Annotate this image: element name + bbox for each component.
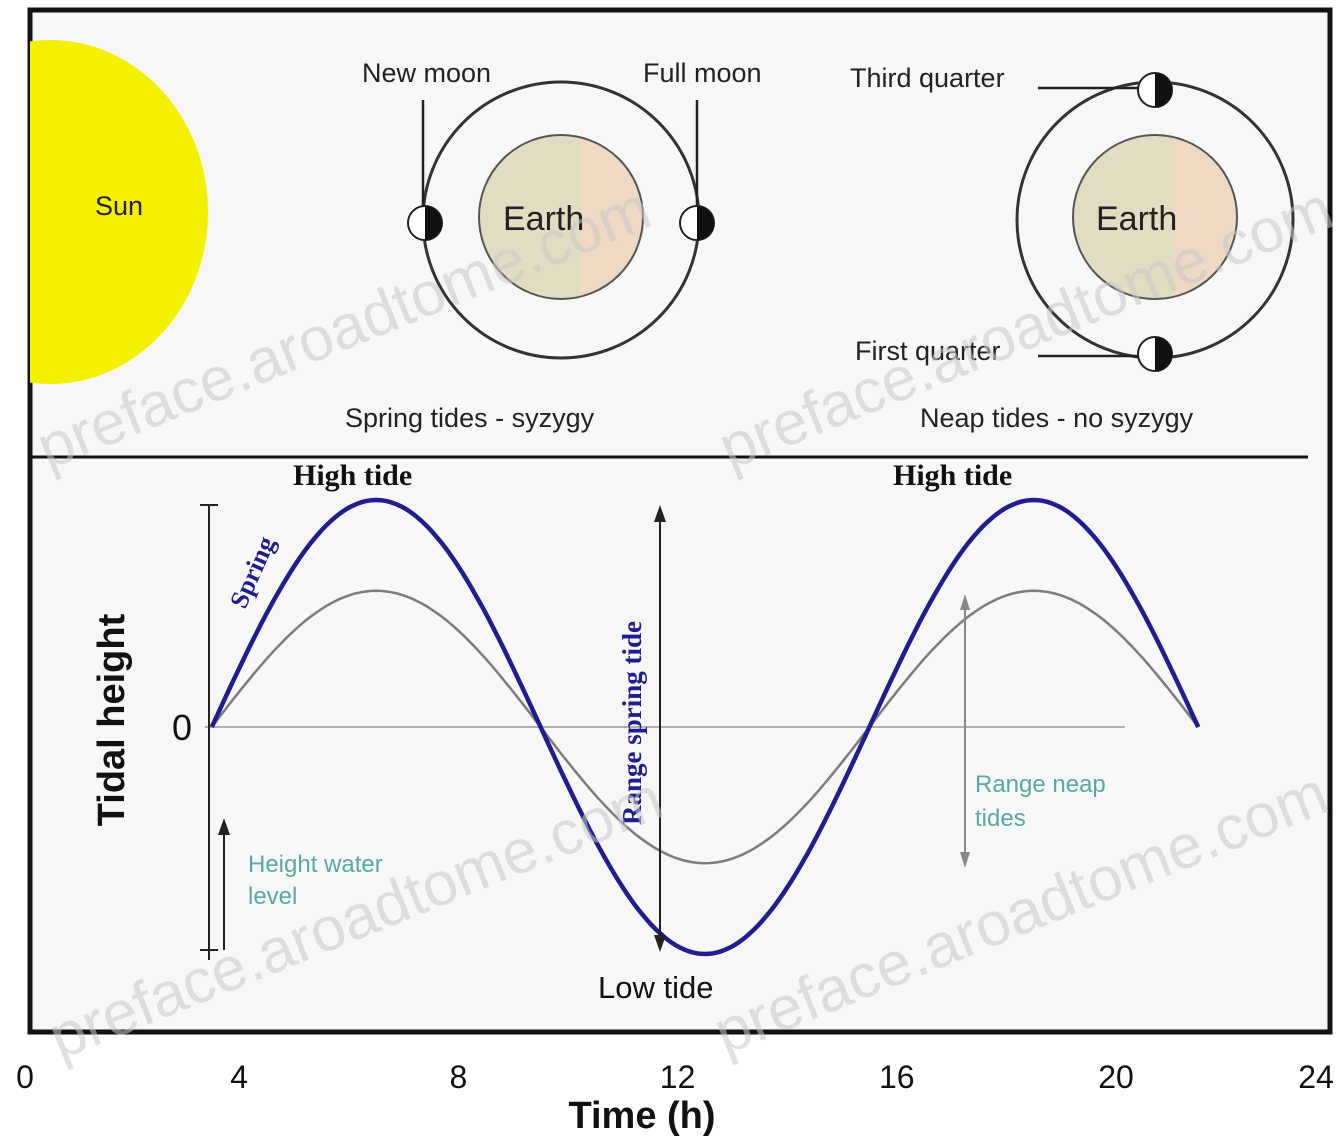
low-tide-label: Low tide — [598, 970, 713, 1005]
high-tide-label-2: High tide — [893, 459, 1012, 492]
third-quarter-moon-icon — [1137, 72, 1173, 108]
earth-outline-spring — [478, 134, 644, 300]
x-tick-label: 20 — [1098, 1059, 1134, 1095]
x-tick-label: 0 — [16, 1059, 34, 1095]
x-tick-label: 12 — [660, 1059, 696, 1095]
x-tick-label: 24 — [1298, 1059, 1334, 1095]
neap-caption: Neap tides - no syzygy — [920, 403, 1194, 433]
x-axis-label: Time (h) — [568, 1095, 715, 1137]
range-neap-label-line1: Range neap — [975, 771, 1106, 798]
y-axis-label: Tidal height — [91, 613, 133, 826]
spring-tide-curve — [209, 497, 1201, 957]
range-spring-arrowhead-up — [654, 505, 666, 522]
range-spring-tide-label: Range spring tide — [617, 621, 647, 825]
x-tick-label: 16 — [879, 1059, 915, 1095]
sun-shape — [30, 40, 208, 384]
sun-label: Sun — [95, 191, 143, 221]
new-moon-icon — [407, 205, 443, 241]
earth-outline-neap — [1072, 134, 1238, 300]
earth-label-spring: Earth — [503, 200, 584, 238]
first-quarter-moon-icon — [1137, 336, 1173, 372]
earth-label-neap: Earth — [1096, 200, 1177, 238]
range-spring-arrowhead-down — [654, 935, 666, 952]
full-moon-label: Full moon — [643, 58, 762, 88]
range-neap-label-line2: tides — [975, 805, 1026, 832]
y-zero-label: 0 — [172, 707, 192, 748]
x-tick-label: 8 — [450, 1059, 468, 1095]
range-neap-arrowhead-down — [960, 852, 970, 868]
x-tick-label: 4 — [230, 1059, 248, 1095]
high-tide-label-1: High tide — [293, 459, 412, 492]
height-water-label-line2: level — [248, 883, 297, 910]
x-axis-ticks: 0 4 8 12 16 20 24 — [16, 1059, 1334, 1095]
range-neap-arrowhead-up — [960, 594, 970, 610]
first-quarter-label: First quarter — [855, 336, 1001, 366]
spring-caption: Spring tides - syzygy — [345, 403, 595, 433]
new-moon-label: New moon — [362, 58, 491, 88]
sun — [30, 40, 208, 384]
full-moon-icon — [679, 205, 715, 241]
height-water-label-line1: Height water — [248, 851, 383, 878]
neap-tide-curve — [210, 589, 1200, 865]
third-quarter-label: Third quarter — [850, 63, 1005, 93]
height-water-arrowhead — [218, 818, 230, 835]
